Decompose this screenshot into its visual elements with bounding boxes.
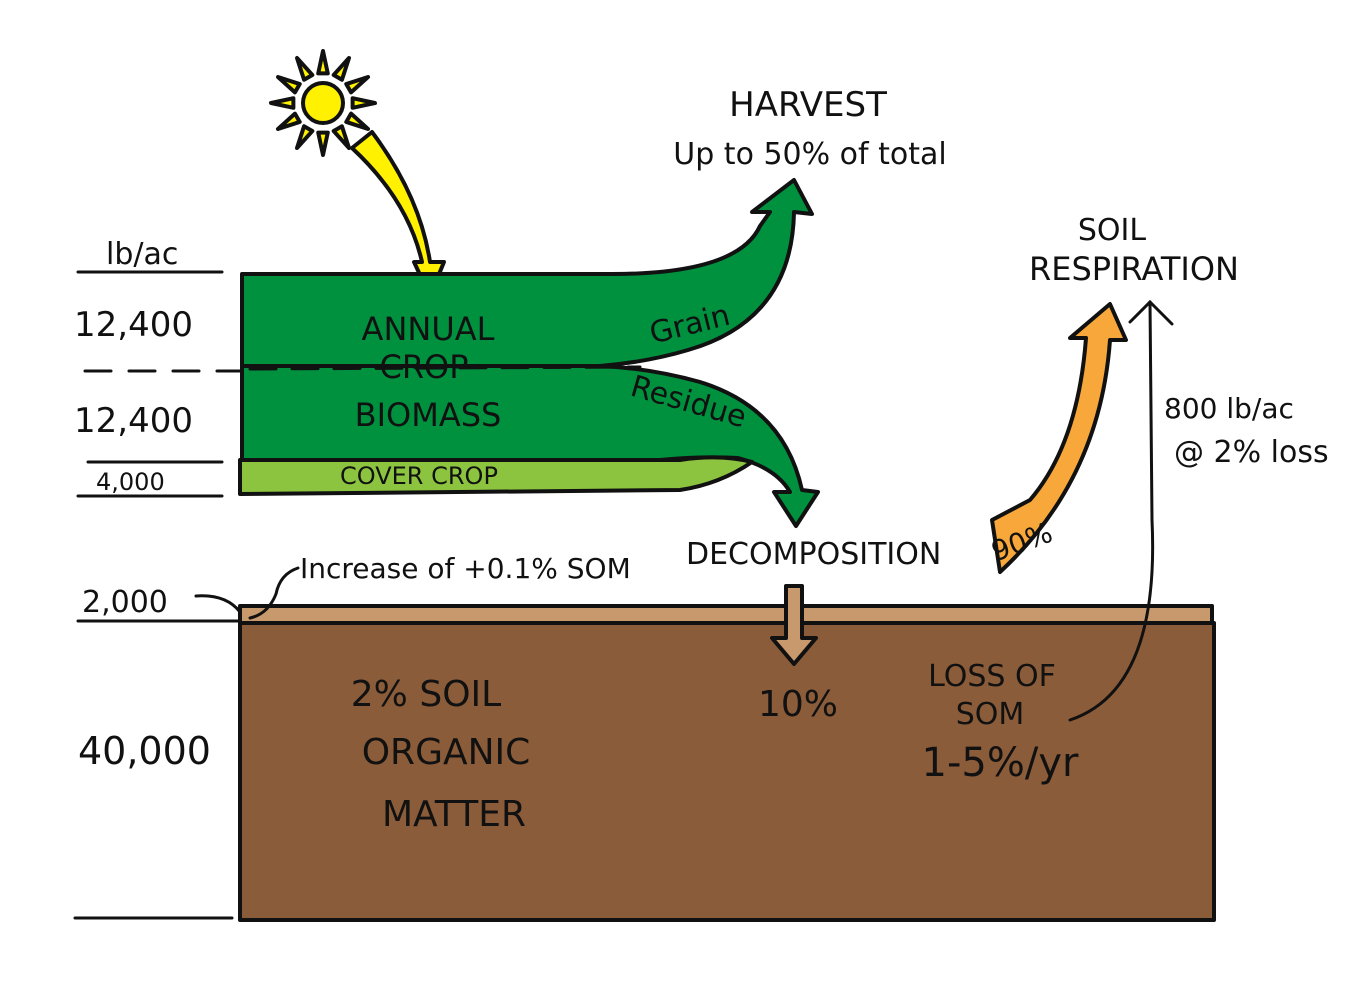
scale-grain-value: 12,400 [74, 305, 193, 345]
grain-flow [240, 178, 814, 368]
som-line2: ORGANIC [362, 732, 531, 773]
som-loss-arrow [1068, 300, 1155, 722]
som-line3: MATTER [382, 794, 526, 835]
som-loss-line2: SOM [956, 697, 1025, 732]
increase-leader-line [248, 566, 300, 620]
respiration-line2: RESPIRATION [1029, 250, 1239, 288]
sun-ray [331, 124, 351, 151]
to-soil-percent: 10% [758, 684, 838, 725]
sun-ray [316, 49, 330, 76]
scale-unit-label: lb/ac [106, 237, 178, 272]
scale-residue-value: 12,400 [74, 401, 193, 441]
crop-title-line3: BIOMASS [355, 396, 502, 434]
crop-title-line2: CROP [379, 348, 468, 386]
scale-increase-value: 2,000 [82, 585, 168, 620]
scale-soil-value: 40,000 [78, 729, 211, 773]
sun-ray [344, 75, 371, 95]
som-loss-line1: LOSS OF [928, 659, 1056, 694]
respiration-arrow [990, 302, 1128, 574]
harvest-subtitle: Up to 50% of total [673, 137, 946, 172]
respiration-loss-line2: @ 2% loss [1174, 435, 1329, 470]
soil-organic-matter-block [238, 621, 1216, 922]
respiration-line1: SOIL [1078, 213, 1147, 248]
to-soil-arrow [770, 584, 818, 666]
sun-ray [350, 96, 377, 110]
sun-ray [344, 111, 371, 131]
sunlight-arrow [350, 130, 446, 298]
increase-note: Increase of +0.1% SOM [300, 552, 631, 585]
harvest-title: HARVEST [729, 85, 887, 125]
cover-crop-label: COVER CROP [340, 462, 498, 490]
decomposition-label: DECOMPOSITION [686, 537, 941, 572]
grain-residue-divider [248, 365, 642, 371]
cover-crop-band [238, 455, 754, 496]
sun-icon [269, 49, 377, 157]
sun-ray [316, 130, 330, 157]
crop-title-line1: ANNUAL [362, 310, 495, 348]
scale-cover-value: 4,000 [96, 468, 165, 496]
scale-lines [73, 270, 242, 920]
sun-rays [269, 49, 377, 157]
som-loss-line3: 1-5%/yr [922, 740, 1079, 786]
sun-core [301, 81, 345, 125]
soil-increase-layer [238, 604, 1214, 625]
sun-ray [331, 55, 351, 82]
sun-ray [269, 96, 296, 110]
sun-ray [295, 55, 315, 82]
residue-flow [240, 364, 820, 528]
som-line1: 2% SOIL [351, 674, 501, 715]
som-loss-arrowhead [1128, 299, 1174, 326]
sun-ray [275, 111, 302, 131]
increase-scale-leader [194, 594, 242, 614]
sun-ray [275, 75, 302, 95]
sun-ray [295, 124, 315, 151]
respiration-loss-line1: 800 lb/ac [1164, 392, 1294, 425]
